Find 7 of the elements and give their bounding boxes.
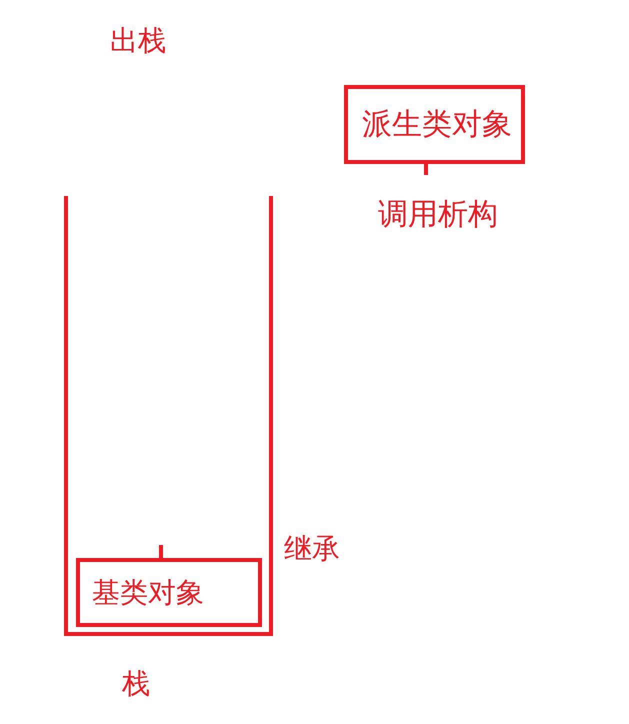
note-text: 继承 <box>284 535 340 563</box>
object-name: 基类对象 <box>92 578 204 606</box>
caption-text: 调用析构 <box>378 200 498 230</box>
object-box <box>76 558 262 627</box>
note-text: 出栈 <box>110 27 166 55</box>
stack-label: 栈 <box>122 670 150 698</box>
object-name: 派生类对象 <box>362 110 512 140</box>
